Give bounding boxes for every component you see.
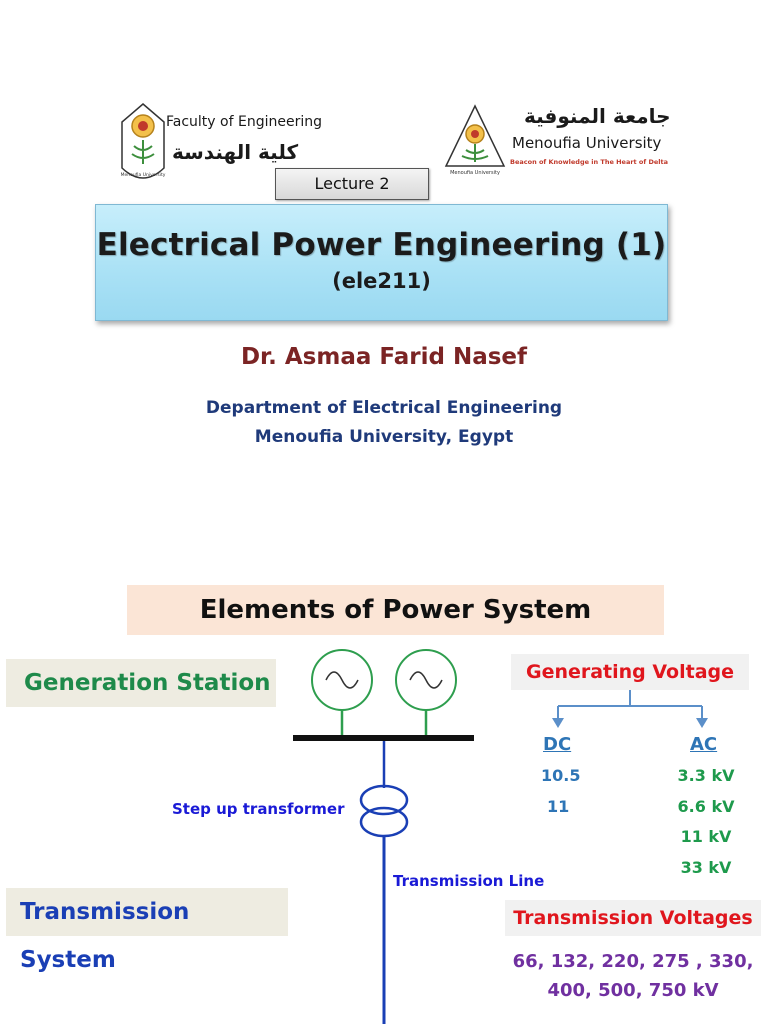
ac-voltage-value: 3.3 kV [677,766,735,785]
slide-title: Elements of Power System [127,585,664,635]
university-seal-icon: Menoufia University [444,104,506,176]
ac-voltage-value: 6.6 kV [677,797,735,816]
generating-voltage-label: Generating Voltage [511,654,749,690]
generator-2-icon [395,649,457,737]
transmission-voltages-line-2: 400, 500, 750 kV [547,980,719,1001]
university-seal-text: Menoufia University [450,170,500,176]
voltage-branch-arrows [552,690,708,728]
department-name: Department of Electrical Engineering [205,398,563,418]
generation-station-label: Generation Station [6,659,276,707]
dc-voltage-value: 11 [547,797,570,816]
step-up-transformer-label: Step up transformer [172,800,345,818]
university-name-arabic: جامعة المنوفية [524,104,671,128]
ac-header: AC [690,734,718,755]
university-motto: Beacon of Knowledge in The Heart of Delt… [510,158,669,166]
step-up-transformer-icon [359,784,409,838]
course-title: Electrical Power Engineering (1) [96,227,667,263]
faculty-seal-icon: Menoufia University [121,103,166,179]
ac-voltage-value: 33 kV [680,858,732,877]
faculty-name-english: Faculty of Engineering [166,114,322,130]
lecture-label: Lecture 2 [275,168,429,200]
transmission-line-label: Transmission Line [393,872,545,890]
ac-voltage-value: 11 kV [680,827,732,846]
transmission-voltages-values: 66, 132, 220, 275 , 330, 400, 500, 750 k… [505,947,761,1005]
faculty-name-arabic: كلية الهندسة [172,140,299,164]
author-name: Dr. Asmaa Farid Nasef [240,344,528,370]
transmission-voltages-label: Transmission Voltages [505,900,761,936]
generator-1-icon [311,649,373,737]
course-code: (ele211) [332,269,431,293]
transmission-system-label: Transmission System [6,888,288,973]
dc-header: DC [543,734,572,755]
university-location: Menoufia University, Egypt [254,427,514,447]
university-name-english: Menoufia University [512,134,662,152]
dc-voltage-value: 10.5 [541,766,581,785]
faculty-seal-text: Menoufia University [121,172,166,178]
title-box: Electrical Power Engineering (1) (ele211… [95,204,668,321]
university-logo: Menoufia University جامعة المنوفية Menou… [442,100,672,190]
transmission-voltages-line-1: 66, 132, 220, 275 , 330, [512,951,754,972]
faculty-logo: Menoufia University Faculty of Engineeri… [118,100,322,190]
